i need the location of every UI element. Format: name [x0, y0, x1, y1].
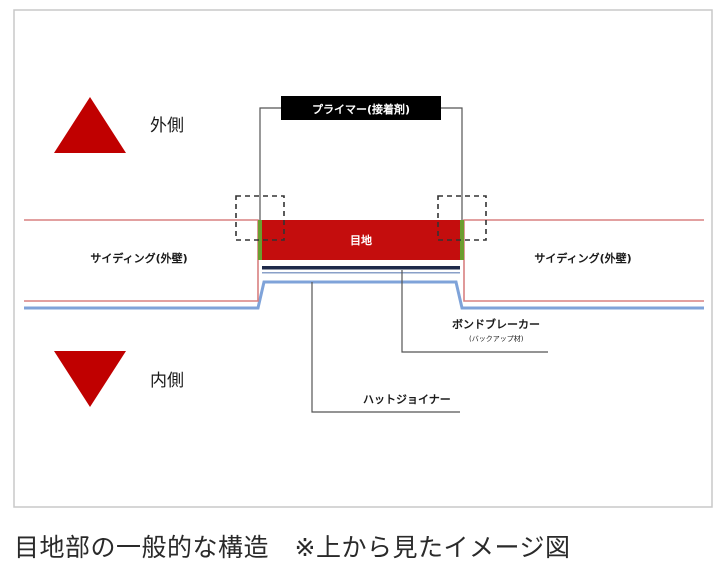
hat-joiner-leader-line — [311, 282, 460, 413]
bond-breaker-sub-label: (バックアップ材) — [469, 334, 524, 343]
joint-sealant — [262, 220, 460, 260]
primer-highlight-right — [437, 195, 487, 241]
primer-label: プライマー(接着剤) — [312, 102, 410, 116]
primer-highlight-left — [235, 195, 285, 241]
diagram-frame — [13, 9, 713, 508]
primer-label-box — [281, 96, 441, 120]
siding-left-label: サイディング(外壁) — [90, 251, 187, 265]
bond-breaker-lower — [262, 272, 460, 274]
hat-joiner-label: ハットジョイナー — [363, 393, 451, 406]
joint-label: 目地 — [350, 233, 372, 247]
siding-right — [463, 219, 704, 302]
inside-down-triangle-icon — [54, 351, 126, 407]
siding-right-label: サイディング(外壁) — [534, 251, 631, 265]
inside-label: 内側 — [150, 371, 184, 391]
primer-strip-left — [258, 220, 262, 260]
primer-leader-line — [259, 107, 463, 220]
diagram-caption: 目地部の一般的な構造 ※上から見たイメージ図 — [14, 533, 571, 562]
primer-strip-right — [460, 220, 464, 260]
siding-left — [24, 219, 259, 302]
bond-breaker-label: ボンドブレーカー — [452, 317, 540, 331]
bond-breaker — [262, 266, 460, 270]
outside-up-triangle-icon — [54, 97, 126, 153]
outside-label: 外側 — [150, 116, 184, 136]
hat-joiner — [24, 280, 704, 310]
bond-breaker-leader-line — [401, 270, 548, 353]
